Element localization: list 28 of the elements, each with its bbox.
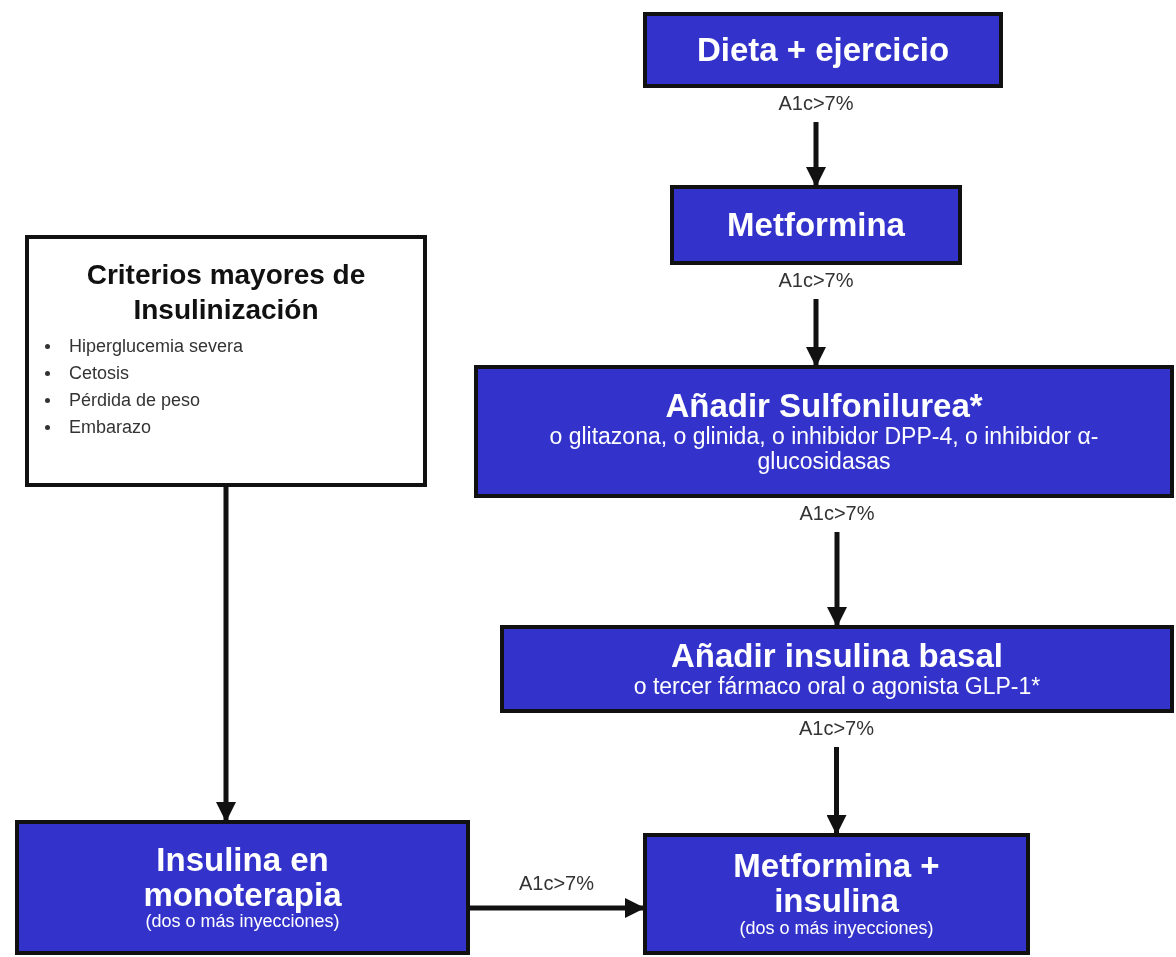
box-subtitle: (dos o más inyecciones): [145, 912, 340, 933]
bullet-item: Pérdida de peso: [69, 387, 201, 414]
box-title: Metformina: [727, 207, 905, 243]
box-title: Criterios mayores de Insulinización: [85, 258, 367, 327]
box-subtitle: o tercer fármaco oral o agonista GLP-1*: [633, 673, 1041, 699]
process-box: [643, 12, 1003, 88]
box-title: Añadir Sulfonilurea*: [665, 388, 983, 424]
box-title: Metformina + insulina: [732, 849, 941, 919]
bullet-item: Hiperglucemia severa: [69, 333, 244, 360]
bullet-item: Cetosis: [69, 360, 130, 387]
arrow: [827, 532, 847, 627]
arrow: [806, 122, 826, 187]
arrow: [806, 299, 826, 367]
box-subtitle: (dos o más inyecciones): [739, 918, 934, 939]
box-title: Añadir insulina basal: [671, 639, 1003, 674]
arrow: [826, 747, 847, 835]
process-box: [15, 820, 470, 955]
arrow: [216, 487, 236, 822]
box-subtitle: o glitazona, o glinida, o inhibidor DPP-4, o inhibidor α-glucosidasas: [548, 423, 1100, 475]
process-box: [500, 625, 1174, 713]
process-box: [474, 365, 1174, 498]
bullet-item: Embarazo: [69, 414, 152, 441]
criteria-box: [25, 235, 427, 487]
process-box: [670, 185, 962, 265]
arrow: [470, 898, 645, 918]
box-title: Insulina en monoterapia: [142, 842, 343, 913]
box-title: Dieta + ejercicio: [696, 32, 950, 68]
process-box: [643, 833, 1030, 955]
